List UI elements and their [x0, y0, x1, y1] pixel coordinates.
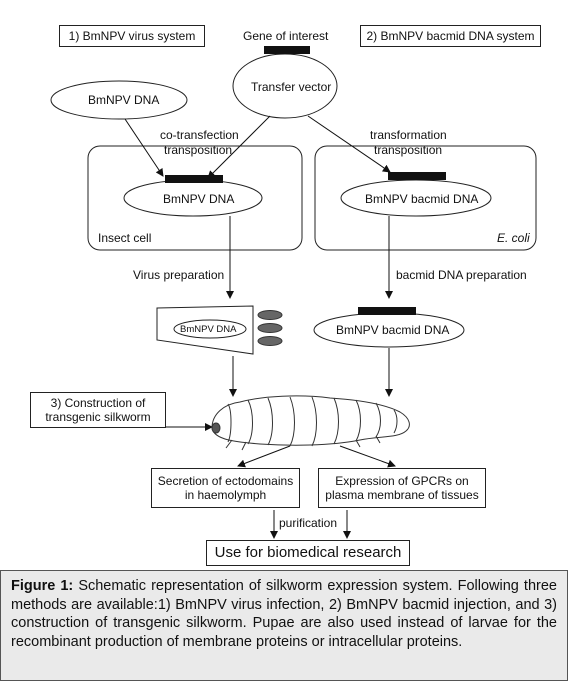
- expression-line2: plasma membrane of tissues: [325, 488, 479, 502]
- method2-box: 2) BmNPV bacmid DNA system: [360, 25, 541, 47]
- gene-bar-ecoli: [388, 172, 446, 180]
- gene-bar-insect: [165, 175, 223, 183]
- use-label: Use for biomedical research: [214, 544, 402, 561]
- bmnpv-dna-label: BmNPV DNA: [88, 93, 160, 107]
- caption-text: Schematic representation of silkworm exp…: [11, 578, 557, 650]
- silkworm-drawing: [211, 395, 410, 451]
- expression-box: Expression of GPCRs on plasma membrane o…: [318, 468, 486, 508]
- method1-box: 1) BmNPV virus system: [59, 25, 205, 47]
- method3-line1: 3) Construction of: [50, 396, 146, 410]
- virus-bump-1: [257, 310, 283, 320]
- secretion-line1: Secretion of ectodomains: [157, 474, 294, 488]
- figure-caption: Figure 1: Schematic representation of si…: [0, 570, 568, 681]
- transformation-label: transformation: [370, 128, 447, 142]
- insect-dna-label: BmNPV DNA: [163, 192, 235, 206]
- arrow-vector-to-ecoli: [307, 115, 391, 173]
- insect-cell-box: [87, 145, 303, 251]
- method3-box: 3) Construction of transgenic silkworm: [30, 392, 166, 428]
- secretion-line2: in haemolymph: [184, 488, 267, 502]
- bacmid-final-label: BmNPV bacmid DNA: [336, 323, 450, 337]
- insect-cell-label: Insect cell: [98, 231, 152, 245]
- gene-bar-bacmid-final: [358, 307, 416, 315]
- expression-line1: Expression of GPCRs on: [335, 474, 469, 488]
- gene-bar-vector: [264, 46, 310, 54]
- arrow-worm-to-expression: [339, 445, 396, 468]
- bacmid-ecoli-label: BmNPV bacmid DNA: [365, 192, 479, 206]
- virus-bump-2: [257, 323, 283, 333]
- arrow-vector-to-insect: [207, 115, 271, 179]
- virus-dna-ellipse: [173, 319, 247, 339]
- diagram-graphics: [50, 46, 537, 539]
- method3-line2: transgenic silkworm: [45, 410, 151, 424]
- secretion-box: Secretion of ectodomains in haemolymph: [151, 468, 300, 508]
- ecoli-box: [314, 145, 537, 251]
- method1-label: 1) BmNPV virus system: [68, 29, 196, 43]
- method2-label: 2) BmNPV bacmid DNA system: [366, 29, 535, 43]
- transposition-right-label: transposition: [374, 143, 443, 157]
- transposition-left-label: transposition: [164, 143, 233, 157]
- virus-prep-label: Virus preparation: [133, 268, 225, 282]
- bmnpv-dna-ellipse: [50, 80, 188, 120]
- use-box: Use for biomedical research: [206, 540, 410, 566]
- cotransfection-label: co-transfection: [160, 128, 239, 142]
- purification-label: purification: [279, 516, 338, 530]
- virus-dna-label: BmNPV DNA: [180, 324, 237, 335]
- gene-label: Gene of interest: [243, 29, 329, 43]
- arrow-dna-to-insect: [124, 118, 164, 177]
- bacmid-prep-label: bacmid DNA preparation: [396, 268, 527, 282]
- ecoli-label: E. coli: [497, 231, 530, 245]
- virus-bump-3: [257, 336, 283, 346]
- arrow-worm-to-secretion: [237, 445, 291, 468]
- caption-bold: Figure 1:: [11, 578, 74, 594]
- transfer-vector-label: Transfer vector: [251, 80, 332, 94]
